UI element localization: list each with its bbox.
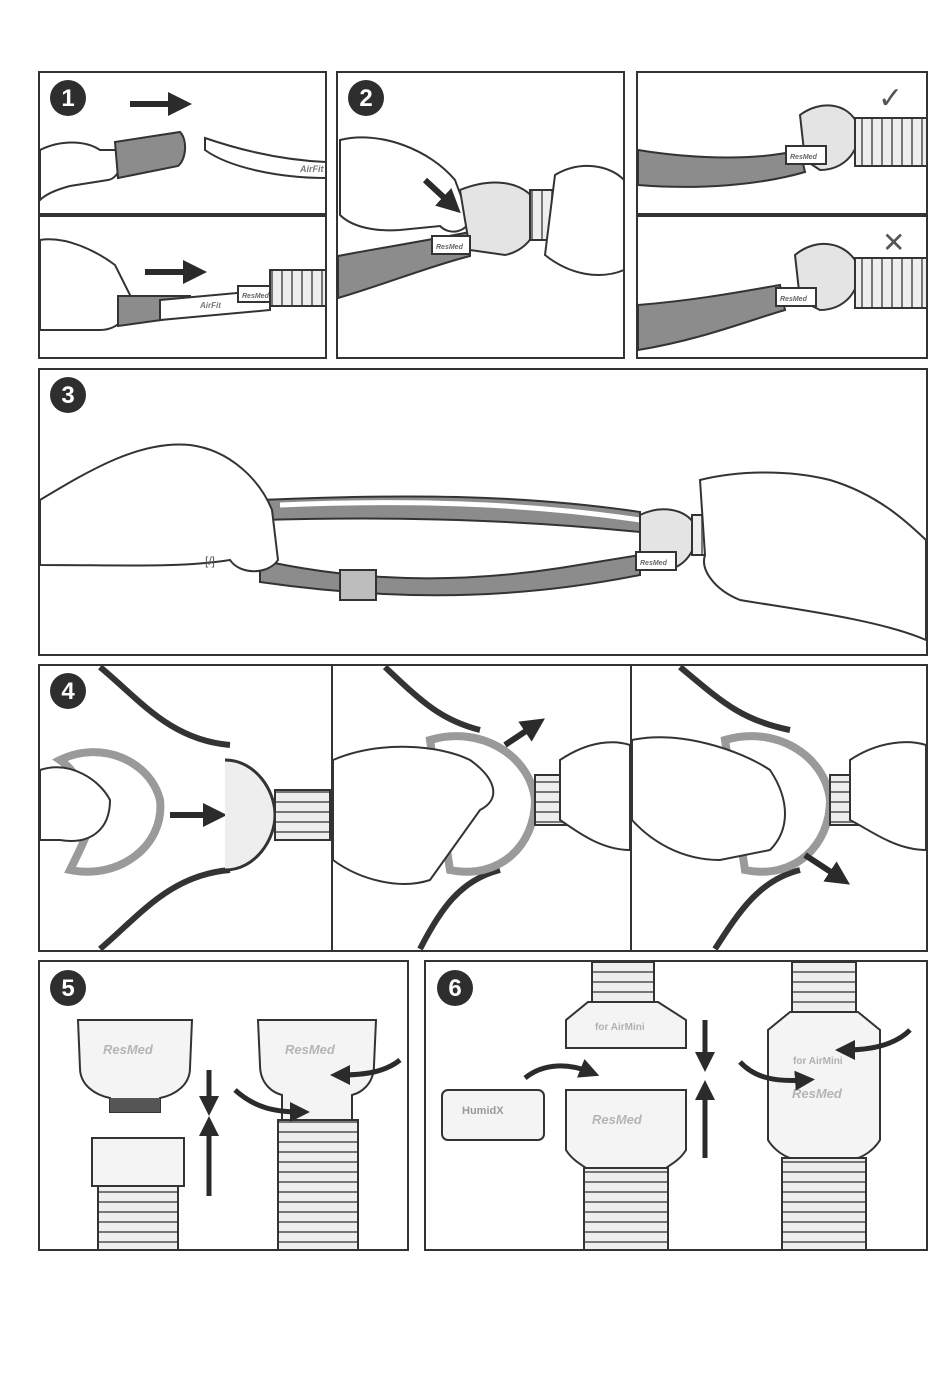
clip-label: ResMed: [780, 296, 808, 303]
tube-illustration: [270, 270, 326, 306]
step-3-badge: 3: [50, 377, 86, 413]
incorrect-cross-icon: ✕: [882, 227, 905, 258]
step-1-number: 1: [61, 85, 74, 112]
mask-frame-illustration: [460, 183, 538, 255]
strap-label: AirFit: [199, 301, 221, 310]
panel-check: ✓ ✕ ResMed ResMed: [637, 72, 927, 358]
adapter-label: for AirMini: [595, 1022, 645, 1033]
clip-label: ResMed: [242, 293, 270, 300]
connector-brand: ResMed: [285, 1042, 336, 1057]
tube-illustration: [275, 790, 330, 840]
correct-check-icon: ✓: [878, 82, 903, 115]
clip-label: ResMed: [790, 154, 818, 161]
base-brand: ResMed: [592, 1112, 643, 1127]
step-4-badge: 4: [50, 673, 86, 709]
panel-step-4: 4: [39, 665, 927, 951]
step-1-badge: 1: [50, 80, 86, 116]
hand-illustration: [545, 166, 624, 275]
cap-brand: ResMed: [103, 1042, 154, 1057]
step-6-number: 6: [448, 975, 461, 1002]
step-2-badge: 2: [348, 80, 384, 116]
tube-illustration: [855, 118, 927, 166]
humidx-label: HumidX: [462, 1105, 504, 1117]
finger-mark: [/]: [205, 554, 215, 568]
panel-step-2: 2 ResMed: [337, 72, 624, 358]
step-3-number: 3: [61, 382, 74, 409]
strap-label: AirFit: [299, 164, 325, 174]
strap-buckle-illustration: [340, 570, 376, 600]
panel-step-5: 5 ResMed ResMed: [39, 961, 408, 1250]
step-5-badge: 5: [50, 970, 86, 1006]
cap-base: [110, 1098, 160, 1112]
step-4-number: 4: [61, 678, 75, 705]
step-2-number: 2: [359, 85, 372, 112]
tube-illustration: [792, 962, 856, 1012]
tube-end-illustration: [92, 1138, 184, 1186]
clip-label: ResMed: [436, 244, 464, 251]
clip-label: ResMed: [640, 560, 668, 567]
assembled-connector-illustration: [768, 1012, 880, 1158]
tube-illustration: [584, 1168, 668, 1250]
tube-illustration: [782, 1158, 866, 1250]
assembled-adapter-label: for AirMini: [793, 1056, 843, 1067]
panel-step-3: 3 [/] ResMed: [39, 369, 927, 655]
tube-connector-illustration: [566, 1090, 686, 1168]
step-5-number: 5: [61, 975, 74, 1002]
assembled-brand: ResMed: [792, 1086, 843, 1101]
tube-illustration: [98, 1186, 178, 1250]
tube-illustration: [278, 1120, 358, 1250]
step-6-badge: 6: [437, 970, 473, 1006]
tube-illustration: [592, 962, 654, 1002]
panel-step-6: 6 HumidX for AirMini ResMed for AirMini …: [425, 961, 927, 1250]
panel-step-1: 1 AirFit AirFit ResMed: [39, 72, 326, 358]
tube-illustration: [855, 258, 927, 308]
